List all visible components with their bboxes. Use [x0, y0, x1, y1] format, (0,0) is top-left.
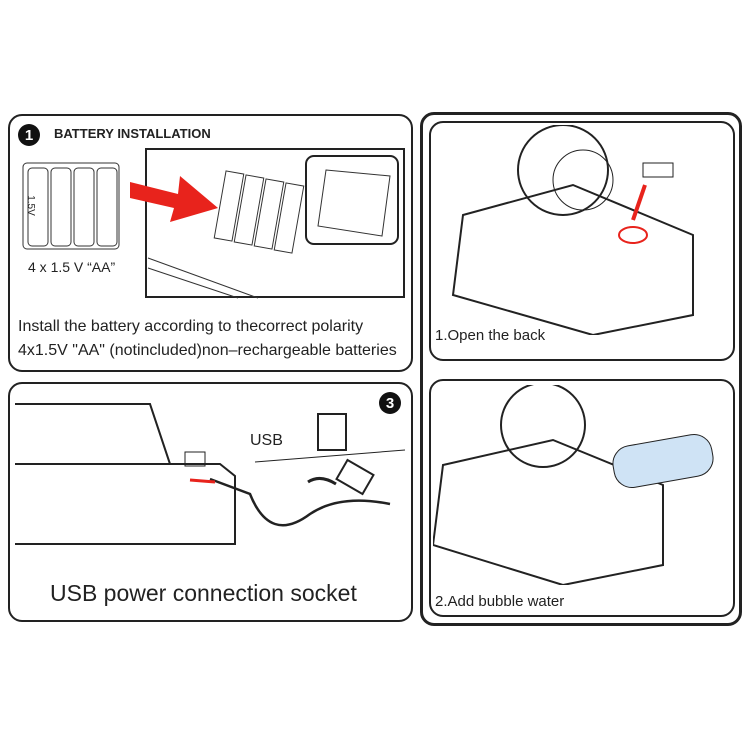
battery-label: 1.5V	[24, 195, 36, 216]
bubble-water-panel: 2 1.Open the back 2.Add bubble water	[420, 112, 742, 626]
battery-pack-illustration	[22, 162, 120, 250]
open-back-caption: 1.Open the back	[435, 327, 546, 344]
usb-caption: USB power connection socket	[50, 580, 357, 606]
usb-connection-panel: 3 USB USB power connection socket	[8, 382, 413, 622]
add-water-illustration	[433, 385, 714, 585]
add-water-caption: 2.Add bubble water	[435, 593, 565, 610]
device-side-illustration	[15, 403, 406, 545]
open-back-illustration	[451, 125, 694, 335]
instruction-line-2: 4x1.5V "AA" (notincluded)non–rechargeabl…	[18, 342, 397, 359]
battery-compartment-illustration	[145, 148, 405, 299]
battery-installation-panel: 1 BATTERY INSTALLATION 1.5V 4 x 1.5 V “A…	[8, 114, 413, 372]
instruction-line-1: Install the battery according to thecorr…	[18, 318, 364, 335]
battery-caption: 4 x 1.5 V “AA”	[28, 259, 116, 275]
usb-label: USB	[250, 432, 283, 449]
step-title: BATTERY INSTALLATION	[54, 126, 211, 141]
step-number-badge: 3	[379, 392, 401, 414]
step-number-badge: 1	[18, 124, 40, 146]
open-back-subpanel	[429, 121, 735, 361]
red-arrow-icon	[130, 176, 218, 222]
add-water-subpanel	[429, 379, 735, 617]
